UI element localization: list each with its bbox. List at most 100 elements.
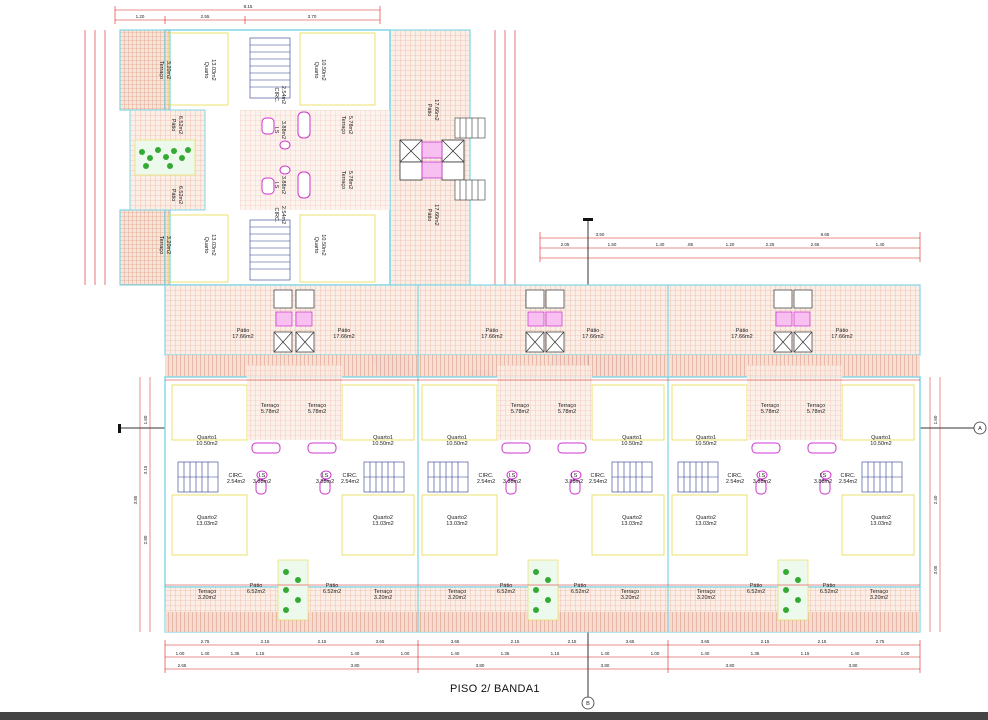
label-circ-l3: CIRC.	[728, 473, 743, 479]
shower-module-icons-lower	[273, 289, 813, 353]
label-patio-upper-d: Pátio	[170, 189, 176, 202]
label-patio-sr2: Pátio	[574, 583, 587, 589]
area-quarto1-r2: 10.50m2	[621, 441, 642, 447]
axis-label-b: B	[586, 701, 590, 707]
area-quarto-upper-d: 10.50m2	[320, 234, 326, 255]
label-patio-r3: Pátio	[836, 328, 849, 334]
dim-r-140b: 1.40	[876, 242, 885, 247]
label-quarto1-r1: Quarto1	[373, 435, 393, 441]
stair-icons-lower	[177, 461, 903, 493]
area-patio-sr3: 6.52m2	[820, 589, 838, 595]
area-circ-r3: 2.54m2	[839, 479, 857, 485]
area-circ-upper-a: 2.54m2	[280, 86, 286, 104]
label-patio-sl2: Pátio	[500, 583, 513, 589]
area-quarto-upper-b: 10.50m2	[320, 59, 326, 80]
label-patio-sl3: Pátio	[750, 583, 763, 589]
plants-icon	[139, 147, 191, 169]
label-terraco-upper-d: Terraço	[340, 171, 346, 189]
area-patio-upper-b: 17.66m2	[433, 204, 439, 225]
area-quarto1-r3: 10.50m2	[870, 441, 891, 447]
dim-c-140e: 1.40	[701, 651, 710, 656]
area-patio-r3: 17.66m2	[831, 334, 852, 340]
dim-c-115c: 1.15	[801, 651, 810, 656]
area-patio-r1: 17.66m2	[333, 334, 354, 340]
label-quarto2-l3: Quarto2	[696, 515, 716, 521]
dim-r-265: 2.65	[811, 242, 820, 247]
dim-top-total: 8.15	[244, 4, 253, 9]
label-ls-r1: I.S	[322, 473, 329, 479]
dim-c-140b: 1.40	[351, 651, 360, 656]
dim-c-140f: 1.40	[851, 651, 860, 656]
label-terraco-r2: Terraço	[558, 403, 576, 409]
dim-d-380d: 3.80	[726, 663, 735, 668]
label-patio-upper-a: Pátio	[426, 104, 432, 117]
dim-top-c: 3.70	[308, 14, 317, 19]
label-terraco-br3: Terraço	[870, 589, 888, 595]
label-ls-l3: I.S	[759, 473, 766, 479]
dim-c-135b: 1.35	[501, 651, 510, 656]
label-ls-upper-a: I.S	[273, 127, 279, 134]
dim-left-385: 3.85	[133, 495, 138, 504]
dim-right-total: 9.65	[821, 232, 830, 237]
area-terraco-upper-d: 5.78m2	[347, 171, 353, 189]
label-patio-l3: Pátio	[736, 328, 749, 334]
area-patio-sl3: 6.52m2	[747, 589, 765, 595]
shower-module-icon	[399, 139, 465, 181]
label-patio-upper-c: Pátio	[170, 119, 176, 132]
label-circ-upper-a: CIRC.	[273, 88, 279, 103]
axis-marker-a	[973, 421, 987, 435]
area-ls-r3: 3.88m2	[814, 479, 832, 485]
dim-c-135c: 1.35	[751, 651, 760, 656]
label-circ-l2: CIRC.	[479, 473, 494, 479]
dim-c-140d: 1.40	[601, 651, 610, 656]
area-circ-r1: 2.54m2	[341, 479, 359, 485]
dim-b-365d: 3.65	[701, 639, 710, 644]
label-terraco-r1: Terraço	[308, 403, 326, 409]
label-patio-sr3: Pátio	[823, 583, 836, 589]
dim-right-240: 2.40	[933, 495, 938, 504]
area-quarto2-r3: 13.03m2	[870, 521, 891, 527]
label-terraco-l3: Terraço	[761, 403, 779, 409]
plants-icon-lower	[283, 569, 801, 613]
upper-unit-block: 8.15 1.20 2.55 3.70	[84, 4, 516, 286]
label-quarto1-l2: Quarto1	[447, 435, 467, 441]
bath-fixtures-icons-lower	[251, 442, 837, 495]
dim-r-140: 1.40	[656, 242, 665, 247]
label-patio-l2: Pátio	[486, 328, 499, 334]
label-circ-r1: CIRC.	[343, 473, 358, 479]
area-patio-sr2: 6.52m2	[571, 589, 589, 595]
label-terraco-br1: Terraço	[374, 589, 392, 595]
label-ls-upper-b: I.S	[273, 182, 279, 189]
dim-c-140c: 1.40	[451, 651, 460, 656]
dim-b-365b: 3.65	[451, 639, 460, 644]
dim-b-215b: 2.15	[318, 639, 327, 644]
area-terraco-upper-c: 5.78m2	[347, 116, 353, 134]
dim-left-315: 3.15	[143, 465, 148, 474]
label-quarto2-r2: Quarto2	[622, 515, 642, 521]
label-terraco-bl2: Terraço	[448, 589, 466, 595]
label-terraco-l2: Terraço	[511, 403, 529, 409]
dim-d-380b: 3.80	[476, 663, 485, 668]
area-terraco-br1: 3.20m2	[374, 595, 392, 601]
area-patio-upper-c: 6.52m2	[177, 116, 183, 134]
dim-c-100b: 1.00	[401, 651, 410, 656]
dim-c-115a: 1.15	[256, 651, 265, 656]
area-quarto-upper-c: 13.03m2	[210, 234, 216, 255]
area-circ-l3: 2.54m2	[726, 479, 744, 485]
area-ls-upper-b: 3.88m2	[280, 176, 286, 194]
area-patio-l3: 17.66m2	[731, 334, 752, 340]
area-terraco-r2: 5.78m2	[558, 409, 576, 415]
dim-c-100d: 1.00	[901, 651, 910, 656]
label-quarto2-r3: Quarto2	[871, 515, 891, 521]
dim-left-280: 2.80	[143, 535, 148, 544]
dim-b-215d: 2.15	[568, 639, 577, 644]
area-patio-sl2: 6.52m2	[497, 589, 515, 595]
label-quarto-upper-a: Quarto	[203, 62, 209, 79]
label-patio-upper-b: Pátio	[426, 209, 432, 222]
area-ls-l1: 3.88m2	[253, 479, 271, 485]
label-quarto-upper-d: Quarto	[313, 237, 319, 254]
label-patio-sr1: Pátio	[326, 583, 339, 589]
label-quarto1-l3: Quarto1	[696, 435, 716, 441]
dim-b-215f: 2.15	[818, 639, 827, 644]
